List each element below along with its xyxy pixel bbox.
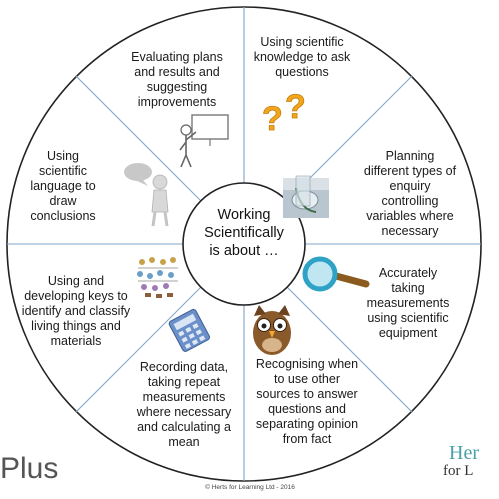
segment-evaluating: Evaluating plans and results and suggest… (118, 50, 236, 110)
segment-line: and results and (134, 65, 220, 79)
segment-line: developing keys to (24, 289, 128, 303)
segment-line: questions (275, 65, 329, 79)
brand-logo-line-2: for L (443, 463, 474, 479)
segment-line: living things and (31, 319, 121, 333)
segment-line: taking repeat (147, 375, 221, 389)
segment-line: Using (47, 149, 79, 163)
segment-line: identify and classify (21, 304, 131, 318)
segment-line: measurements (142, 390, 226, 404)
segment-line: scientific (39, 164, 87, 178)
segment-recording: Recording data, taking repeat measuremen… (128, 360, 240, 450)
copyright-text: © Herts for Learning Ltd - 2016 (205, 484, 295, 491)
segment-line: Using and (47, 274, 105, 288)
segment-line: questions and (268, 402, 346, 416)
segment-line: improvements (137, 95, 217, 109)
segment-line: knowledge to ask (253, 50, 351, 64)
brand-logo-line-1: Her (449, 442, 479, 464)
segment-line: necessary (381, 224, 439, 238)
segment-line: conclusions (30, 209, 96, 223)
segment-line: different types of (363, 164, 457, 178)
test-tube-photo-icon (283, 175, 329, 218)
segment-line: from fact (282, 432, 332, 446)
divider-bottom-left (75, 286, 202, 413)
segment-line: taking (391, 281, 425, 295)
segment-measuring: Accurately taking measurements using sci… (352, 266, 464, 341)
segment-line: Planning (385, 149, 435, 163)
segment-line: Recording data, (139, 360, 229, 374)
segment-line: measurements (366, 296, 450, 310)
classification-key-icon (137, 257, 178, 298)
segment-line: language to (30, 179, 96, 193)
segment-line: Using scientific (260, 35, 344, 49)
segment-line: and calculating a (137, 420, 231, 434)
segment-line: to use other (273, 372, 340, 386)
segment-line: where necessary (136, 405, 232, 419)
segment-line: using scientific (367, 311, 449, 325)
segment-line: mean (168, 435, 200, 449)
segment-line: variables where (366, 209, 454, 223)
calculator-icon (168, 308, 211, 352)
segment-line: Recognising when (255, 357, 359, 371)
segment-sources: Recognising when to use other sources to… (248, 357, 366, 447)
segment-line: suggesting (146, 80, 208, 94)
inner-circle (182, 182, 306, 306)
segment-asking-questions: Using scientific knowledge to ask questi… (247, 35, 357, 80)
teacher-board-icon (179, 114, 229, 168)
segment-line: materials (50, 334, 102, 348)
divider-top-left (75, 75, 202, 202)
segment-line: enquiry (389, 179, 431, 193)
segment-line: Accurately (378, 266, 438, 280)
center-line-1: Working (217, 207, 271, 223)
segment-planning: Planning different types of enquiry cont… (356, 149, 464, 239)
center-line-3: is about … (209, 243, 279, 259)
brand-plus-text: Plus (0, 452, 59, 485)
divider-bottom-right (286, 286, 413, 413)
svg-text:?: ? (285, 88, 306, 126)
magnifying-glass-icon (302, 256, 370, 292)
speech-person-icon (124, 163, 169, 227)
segment-line: sources to answer (256, 387, 358, 401)
segment-line: Evaluating plans (131, 50, 223, 64)
segment-line: draw (49, 194, 77, 208)
center-line-2: Scientifically (204, 225, 284, 241)
question-marks-icon: ? ? (262, 88, 307, 139)
segment-line: equipment (378, 326, 438, 340)
center-label: Working Scientifically is about … (188, 206, 300, 260)
svg-text:?: ? (262, 100, 283, 138)
owl-icon (253, 305, 291, 355)
brand-logo: Her for L (439, 442, 499, 499)
segment-language: Using scientific language to draw conclu… (22, 149, 104, 224)
segment-line: controlling (381, 194, 439, 208)
segment-keys: Using and developing keys to identify an… (12, 274, 140, 349)
segment-line: separating opinion (255, 417, 359, 431)
